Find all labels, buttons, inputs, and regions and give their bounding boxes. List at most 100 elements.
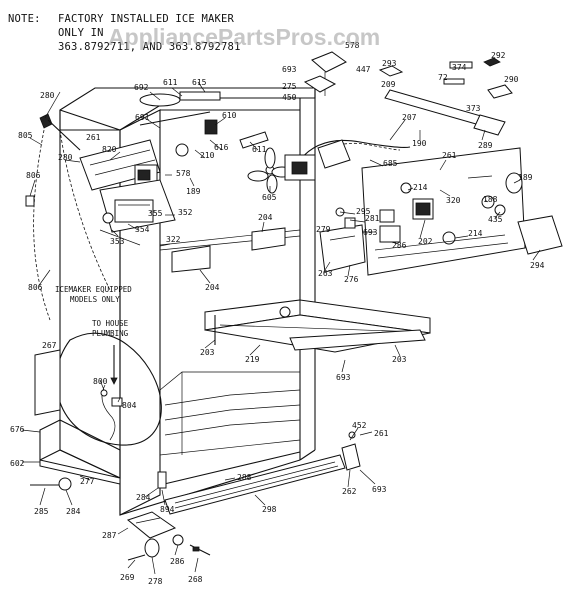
callout-286: 286 xyxy=(392,241,407,250)
callout-578: 578 xyxy=(345,41,360,50)
callout-204: 204 xyxy=(258,213,273,222)
callout-284b: 284 xyxy=(136,493,151,502)
callout-280: 280 xyxy=(40,91,55,100)
note-prefix: NOTE: xyxy=(8,13,41,25)
callout-188: 188 xyxy=(483,195,498,204)
callout-685: 685 xyxy=(383,159,398,168)
callout-269: 269 xyxy=(120,573,135,582)
callout-610: 610 xyxy=(222,111,237,120)
callout-374: 374 xyxy=(452,63,467,72)
callout-602: 602 xyxy=(10,459,25,468)
callout-676: 676 xyxy=(10,425,25,434)
callout-279: 279 xyxy=(316,225,331,234)
callout-285: 285 xyxy=(34,507,49,516)
callout-295: 295 xyxy=(356,207,371,216)
callout-355: 355 xyxy=(148,209,163,218)
callout-203b: 203 xyxy=(392,355,407,364)
callout-322: 322 xyxy=(166,235,181,244)
watermark-text: AppliancePartsPros.com xyxy=(108,24,380,50)
callout-806b: 806 xyxy=(28,283,43,292)
callout-353: 353 xyxy=(110,237,125,246)
callout-267: 267 xyxy=(42,341,57,350)
callout-214: 214 xyxy=(413,183,428,192)
callout-435: 435 xyxy=(488,215,503,224)
callout-261: 261 xyxy=(442,151,457,160)
lower-parts xyxy=(30,431,361,561)
callout-292: 292 xyxy=(491,51,506,60)
callout-320: 320 xyxy=(446,196,461,205)
callout-293: 293 xyxy=(382,59,397,68)
callout-261b: 261 xyxy=(86,133,101,142)
callout-605: 605 xyxy=(262,193,277,202)
callout-275: 275 xyxy=(282,82,297,91)
callout-277: 277 xyxy=(80,477,95,486)
callout-447: 447 xyxy=(356,65,371,74)
callout-693d: 693 xyxy=(372,485,387,494)
callout-189: 189 xyxy=(518,173,533,182)
callout-450: 450 xyxy=(282,93,297,102)
callout-72: 72 xyxy=(438,73,448,82)
callout-611: 611 xyxy=(163,78,178,87)
ice-maker-assembly xyxy=(79,139,176,246)
callout-373: 373 xyxy=(466,104,481,113)
callout-207: 207 xyxy=(402,113,417,122)
callout-209: 209 xyxy=(381,80,396,89)
callout-693: 693 xyxy=(282,65,297,74)
callout-288: 288 xyxy=(237,473,252,482)
callout-287: 287 xyxy=(102,531,117,540)
callout-189b: 189 xyxy=(186,187,201,196)
callout-820: 820 xyxy=(102,145,117,154)
callout-805: 805 xyxy=(18,131,33,140)
callout-298: 298 xyxy=(262,505,277,514)
icemaker-note-line-2: MODELS ONLY xyxy=(70,295,120,304)
callout-204b: 204 xyxy=(205,283,220,292)
callout-284: 284 xyxy=(66,507,81,516)
callout-615: 615 xyxy=(192,78,207,87)
callout-616: 616 xyxy=(214,143,229,152)
control-top-parts xyxy=(284,51,513,181)
control-panel xyxy=(319,147,563,276)
callout-693b: 693 xyxy=(363,228,378,237)
callout-692: 692 xyxy=(134,83,149,92)
callout-219: 219 xyxy=(245,355,260,364)
callout-281: 281 xyxy=(365,214,380,223)
callout-691: 691 xyxy=(135,113,150,122)
note-line-2: ONLY IN xyxy=(58,27,104,39)
callout-210: 210 xyxy=(200,151,215,160)
callout-693c: 693 xyxy=(336,373,351,382)
callout-800: 800 xyxy=(93,377,108,386)
callout-268: 268 xyxy=(188,575,203,584)
plumbing-note-line-2: PLUMBING xyxy=(92,329,129,338)
note-line-1: FACTORY INSTALLED ICE MAKER xyxy=(58,13,235,25)
callout-578b: 578 xyxy=(176,169,191,178)
callout-352: 352 xyxy=(178,208,193,217)
callout-263: 263 xyxy=(318,269,333,278)
callout-804: 804 xyxy=(122,401,137,410)
plumbing-detail xyxy=(25,113,162,446)
callout-452: 452 xyxy=(352,421,367,430)
callout-354: 354 xyxy=(135,225,150,234)
callout-202: 202 xyxy=(418,237,433,246)
callout-214b: 214 xyxy=(468,229,483,238)
callout-labels: 578 447 693 275 450 293 374 292 72 209 2… xyxy=(10,41,545,586)
shelf-rails xyxy=(171,227,431,353)
callout-280b: 280 xyxy=(58,153,73,162)
callout-289: 289 xyxy=(478,141,493,150)
callout-894: 894 xyxy=(160,505,175,514)
callout-806: 806 xyxy=(26,171,41,180)
icemaker-note-line-1: ICEMAKER EQUIPPED xyxy=(55,285,132,294)
callout-294: 294 xyxy=(530,261,545,270)
callout-286b: 286 xyxy=(170,557,185,566)
callout-276: 276 xyxy=(344,275,359,284)
callout-261c: 261 xyxy=(374,429,389,438)
leader-lines xyxy=(21,81,541,575)
callout-278: 278 xyxy=(148,577,163,586)
callout-203: 203 xyxy=(200,348,215,357)
callout-611b: 611 xyxy=(252,145,267,154)
callout-190: 190 xyxy=(412,139,427,148)
note-line-3: 363.8792711, AND 363.8792781 xyxy=(58,41,241,53)
plumbing-note-line-1: TO HOUSE xyxy=(92,319,129,328)
callout-290: 290 xyxy=(504,75,519,84)
